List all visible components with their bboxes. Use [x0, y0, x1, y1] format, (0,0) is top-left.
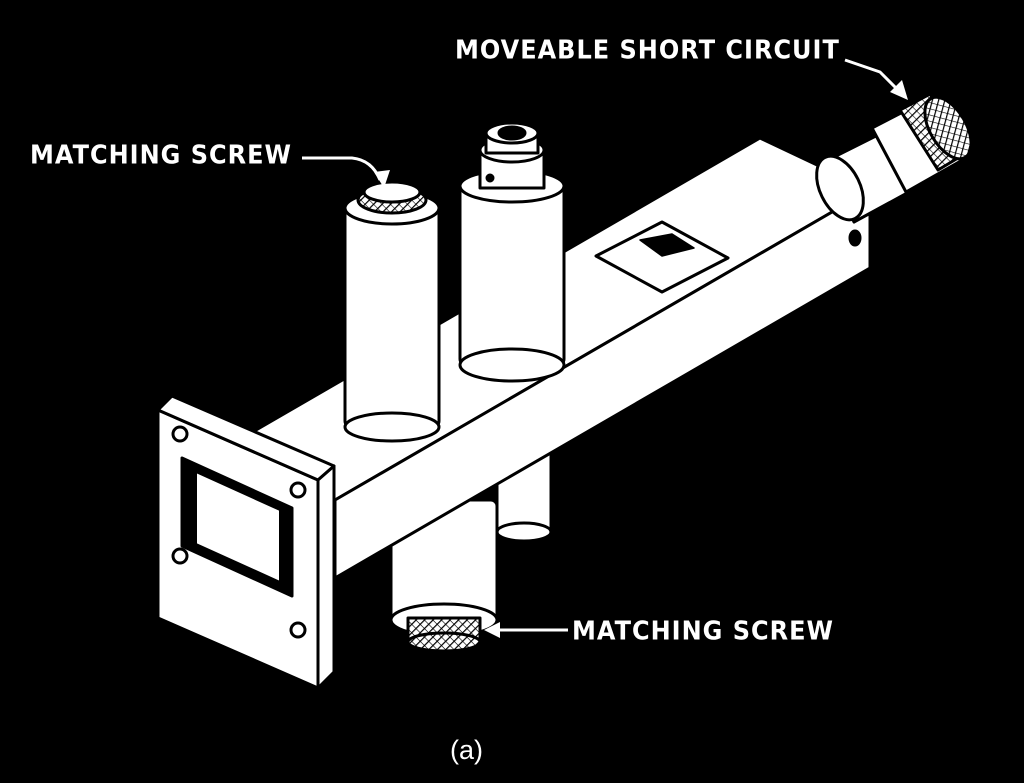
leader-moveable-short — [844, 58, 902, 94]
flange-hole — [289, 481, 307, 499]
flange — [156, 394, 336, 690]
arrowhead-icon — [374, 170, 390, 188]
top-probe-cylinder — [458, 121, 566, 383]
flange-hole — [171, 547, 189, 565]
matching-screw-bottom-label: MATCHING SCREW — [572, 615, 834, 647]
leader-matching-screw-top — [302, 156, 382, 181]
figure-caption: (a) — [450, 735, 483, 765]
top-matching-screw-cylinder — [343, 180, 441, 443]
arrowheads — [374, 80, 908, 638]
flange-hole — [171, 425, 189, 443]
moveable-short-circuit — [815, 92, 973, 224]
arrowhead-icon — [890, 80, 908, 100]
flange-hole — [289, 621, 307, 639]
arrowhead-icon — [484, 622, 500, 638]
label-plate — [594, 220, 730, 294]
moveable-short-circuit-label: MOVEABLE SHORT CIRCUIT — [455, 34, 840, 66]
mounting-hole — [848, 229, 862, 247]
matching-screw-top-label: MATCHING SCREW — [30, 139, 292, 171]
